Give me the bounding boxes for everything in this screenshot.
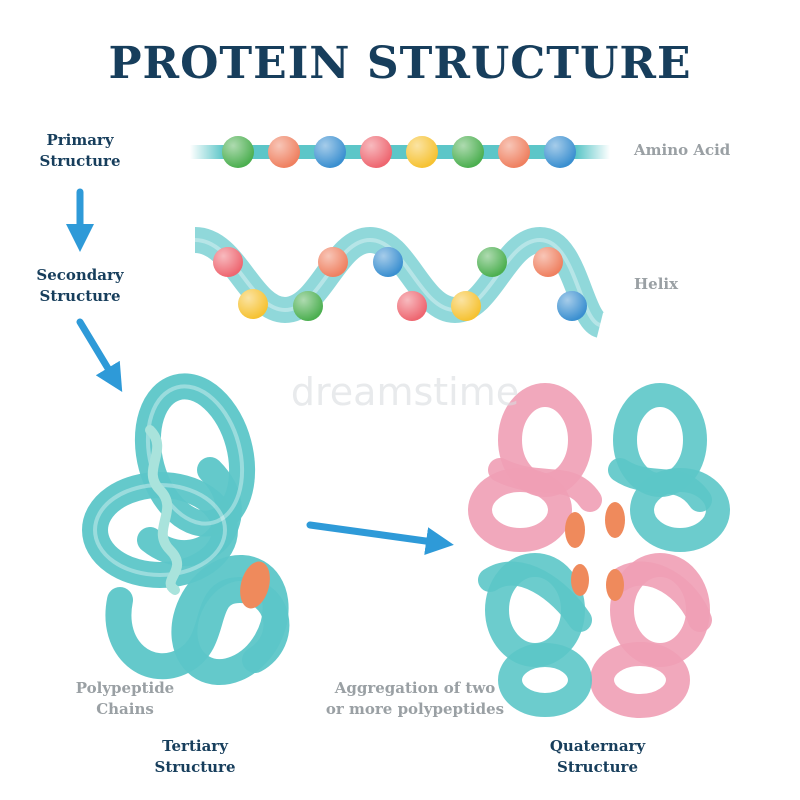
helix-ribbon	[193, 226, 607, 338]
amino-acid-bead-shine	[498, 136, 530, 168]
amino-acid-bead-shine	[544, 136, 576, 168]
polypeptide-chains-note: Polypeptide Chains	[75, 679, 175, 718]
helix-bead-shine	[373, 247, 403, 277]
amino-acid-bead-shine	[268, 136, 300, 168]
amino-acid-beads	[222, 136, 576, 168]
helix-bead-shine	[533, 247, 563, 277]
quaternary-structure-label: Quaternary Structure	[549, 737, 646, 776]
amino-acid-bead-shine	[222, 136, 254, 168]
pink-subunits	[468, 383, 712, 718]
tertiary-protein-fold	[82, 373, 290, 686]
secondary-structure-label: Secondary Structure	[36, 266, 124, 305]
amino-acid-bead-shine	[452, 136, 484, 168]
helix-bead-shine	[318, 247, 348, 277]
amino-acid-bead-shine	[360, 136, 392, 168]
watermark: dreamstime	[291, 370, 519, 414]
helix-beads	[213, 247, 587, 321]
helix-bead-shine	[213, 247, 243, 277]
helix-strand	[193, 226, 607, 338]
quaternary-protein-complex	[468, 383, 730, 718]
arrow-tertiary-to-quaternary	[306, 521, 454, 555]
helix-bead-shine	[557, 291, 587, 321]
helix-bead-shine	[477, 247, 507, 277]
aggregation-note: Aggregation of two or more polypeptides	[325, 679, 505, 718]
amino-acid-chain	[190, 136, 610, 168]
helix-bead-shine	[397, 291, 427, 321]
primary-structure-label: Primary Structure	[39, 131, 121, 170]
amino-acid-bead-shine	[314, 136, 346, 168]
tertiary-structure-label: Tertiary Structure	[154, 737, 236, 776]
helix-bead-shine	[451, 291, 481, 321]
amino-acid-bead-shine	[406, 136, 438, 168]
helix-label: Helix	[634, 275, 679, 293]
helix-highlight	[194, 237, 601, 327]
arrow-secondary-to-tertiary	[76, 318, 123, 392]
helix-bead-shine	[293, 291, 323, 321]
helix-bead-shine	[238, 289, 268, 319]
page-title: PROTEIN STRUCTURE	[108, 38, 692, 89]
amino-acid-label: Amino Acid	[634, 141, 731, 159]
embedded-helix	[145, 425, 182, 595]
residue-capsule	[240, 561, 270, 609]
teal-subunits	[478, 383, 730, 717]
